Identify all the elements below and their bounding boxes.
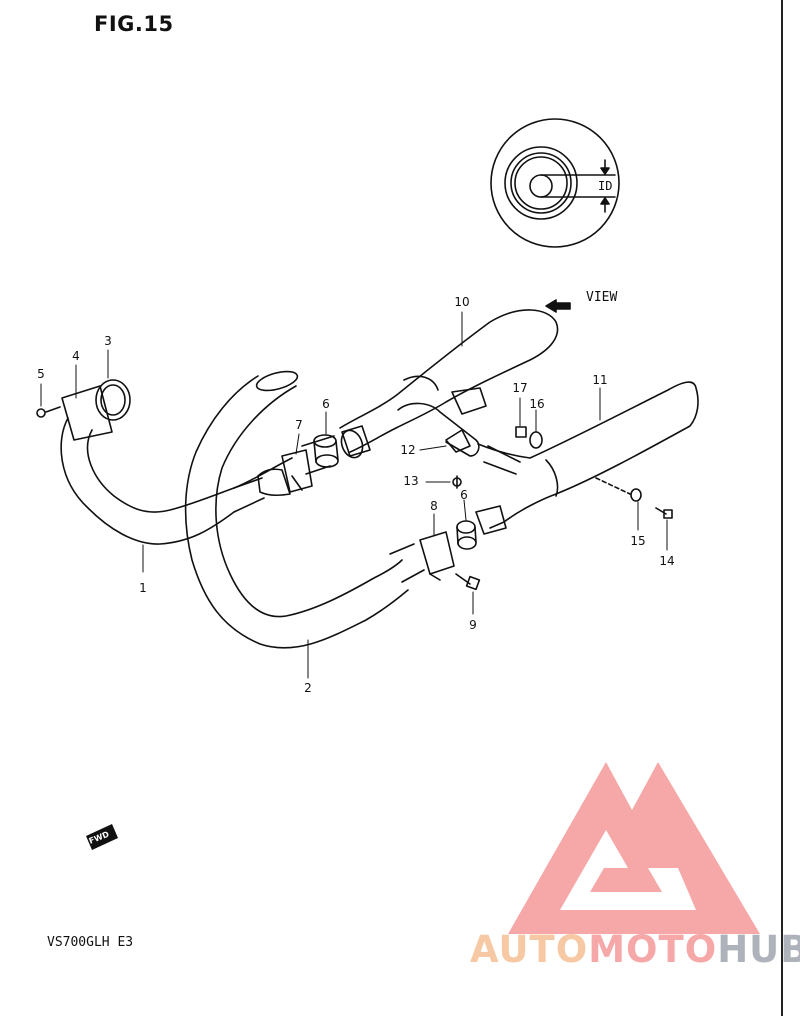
nut-17	[515, 426, 527, 438]
muffler-11	[477, 381, 699, 529]
figure-title: FIG.15	[94, 12, 174, 36]
callout-4: 4	[72, 349, 80, 363]
callout-7: 7	[295, 418, 303, 432]
watermark-text: AUTOMOTOHUB	[470, 928, 800, 971]
callout-1: 1	[139, 581, 147, 595]
callout-6b: 6	[460, 488, 468, 502]
clamp-7	[257, 449, 313, 497]
gasket-6b	[456, 520, 477, 550]
model-code: VS700GLH E3	[47, 935, 134, 950]
muffler-10	[339, 309, 559, 457]
callout-11: 11	[592, 373, 608, 387]
callout-15: 15	[630, 534, 646, 548]
callout-12: 12	[400, 443, 416, 457]
joint-upper	[340, 425, 371, 459]
callout-13: 13	[403, 474, 419, 488]
clamp-8	[419, 531, 455, 581]
watermark-part-auto: AUTO	[470, 928, 589, 971]
callout-16: 16	[529, 397, 545, 411]
callout-9: 9	[469, 618, 477, 632]
gasket-6a	[313, 434, 339, 468]
leader-lines	[40, 311, 668, 679]
bolt-9	[455, 573, 481, 591]
id-label: ID	[598, 179, 612, 193]
callout-2: 2	[304, 681, 312, 695]
callout-5: 5	[37, 367, 45, 381]
exhaust-pipe-2	[184, 370, 425, 649]
bolt-14	[655, 507, 673, 519]
callout-8: 8	[430, 499, 438, 513]
washer-16	[529, 431, 543, 449]
washer-15	[630, 488, 642, 502]
watermark-part-moto: MOTO	[588, 928, 718, 971]
watermark-part-hub: HUB	[717, 928, 800, 971]
exhaust-pipe-1	[36, 379, 265, 545]
page-frame-edge	[781, 0, 783, 1016]
view-detail	[490, 118, 620, 248]
callout-3: 3	[104, 334, 112, 348]
bolt-13	[452, 475, 462, 489]
fwd-arrow-icon: FWD	[86, 824, 118, 850]
bracket-12	[445, 429, 471, 453]
view-label: VIEW	[586, 290, 618, 305]
callout-14: 14	[659, 554, 675, 568]
joint-lower	[475, 505, 507, 535]
callout-6a: 6	[322, 397, 330, 411]
view-arrow-icon	[545, 299, 571, 313]
callout-17: 17	[512, 381, 528, 395]
watermark-logo-icon	[508, 762, 760, 934]
callout-10: 10	[454, 295, 470, 309]
